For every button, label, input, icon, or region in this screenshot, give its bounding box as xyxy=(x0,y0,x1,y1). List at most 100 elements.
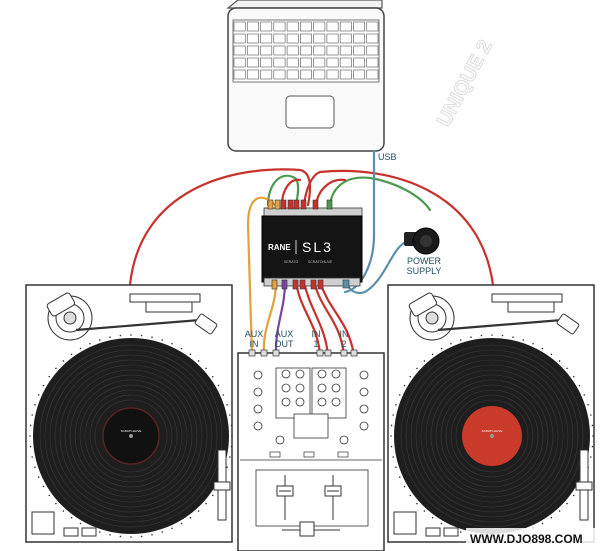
record-groove xyxy=(64,369,198,503)
mixer-knob xyxy=(253,421,263,431)
left-tonearm xyxy=(46,292,218,341)
keyboard-key xyxy=(233,69,246,80)
keyboard-key xyxy=(353,69,366,80)
keyboard-key xyxy=(366,33,379,44)
platter-dot xyxy=(62,360,65,362)
platter-dot xyxy=(491,334,493,336)
platter-dot xyxy=(558,360,561,362)
mixer-channel-fader-2 xyxy=(324,475,342,520)
mixer-knob xyxy=(275,435,285,445)
mixer-knob xyxy=(317,369,327,379)
keyboard-key xyxy=(313,21,326,32)
platter-dot xyxy=(541,347,544,350)
sl3-sub-brand: SCRATCHLIVE xyxy=(308,260,333,264)
keyboard-key xyxy=(233,33,246,44)
keyboard-key xyxy=(353,21,366,32)
platter-dot xyxy=(459,531,462,533)
platter-dot xyxy=(440,522,443,525)
record-groove xyxy=(79,384,183,488)
platter-dot xyxy=(98,339,101,341)
platter-dot xyxy=(550,353,553,356)
platter-dot xyxy=(392,456,395,458)
mixer-knob xyxy=(331,369,341,379)
platter-dot xyxy=(416,502,418,505)
platter-dot xyxy=(42,384,45,387)
keyboard-key xyxy=(300,69,312,80)
record-groove xyxy=(405,349,579,523)
keyboard-key xyxy=(353,45,366,56)
platter-dot xyxy=(31,414,34,416)
platter-dot xyxy=(29,435,31,437)
platter-dot xyxy=(558,510,561,512)
platter-dot xyxy=(409,375,412,378)
keyboard-key xyxy=(260,45,273,56)
in1-label-line2: 1 xyxy=(313,339,318,349)
platter-dot xyxy=(409,494,412,497)
platter-dot xyxy=(29,424,32,427)
platter-dot xyxy=(79,522,82,525)
platter-dot xyxy=(171,527,173,530)
platter-dot xyxy=(423,510,426,512)
laptop-lid xyxy=(226,0,383,9)
keyboard-key xyxy=(366,21,379,32)
keyboard-key xyxy=(286,21,299,32)
right-pitch-fader xyxy=(575,449,593,521)
sl3-model: SL3 xyxy=(302,239,333,255)
power-supply xyxy=(404,227,440,255)
sl3-bottom-jacks xyxy=(271,279,350,290)
platter-dot xyxy=(423,360,426,362)
record-groove xyxy=(435,379,549,493)
right-pitch-slider-knob xyxy=(507,301,555,313)
keyboard-key xyxy=(353,33,366,44)
keyboard-key xyxy=(246,21,259,32)
left-pitch-slider-track xyxy=(129,293,201,303)
record-groove xyxy=(54,359,208,513)
cable-red-right-turntable xyxy=(302,169,495,287)
keyboard-key xyxy=(273,33,286,44)
platter-dot xyxy=(231,435,233,437)
platter-dot xyxy=(31,456,34,458)
keyboard-key xyxy=(366,69,379,80)
platter-dot xyxy=(70,353,73,356)
keyboard-key xyxy=(260,57,273,68)
platter-dot xyxy=(390,424,393,427)
left-start-button xyxy=(31,511,55,535)
platter-dot xyxy=(37,394,40,396)
platter-dot xyxy=(450,342,452,345)
platter-dot xyxy=(205,502,207,505)
keyboard-key xyxy=(339,21,352,32)
aux-out-label-line1: AUX xyxy=(275,329,294,339)
platter-dot xyxy=(226,403,228,406)
logo-watermark: UNIQUE 2 xyxy=(433,37,497,131)
platter-dot xyxy=(459,339,462,341)
keyboard-key xyxy=(233,45,246,56)
platter-dot xyxy=(211,494,214,497)
platter-dot xyxy=(130,536,132,538)
sl3-interface: RANE SL3 SERATO SCRATCHLIVE xyxy=(261,199,363,290)
platter-dot xyxy=(140,535,143,538)
platter-dot xyxy=(591,424,594,427)
keyboard-key xyxy=(326,45,339,56)
mixer-knob xyxy=(359,370,369,380)
laptop xyxy=(226,0,385,152)
mixer-knob xyxy=(317,383,327,393)
right-speed-33-button xyxy=(425,527,441,537)
record-groove xyxy=(44,349,218,523)
platter-dot xyxy=(222,394,225,396)
record-groove xyxy=(59,364,203,508)
in1-label-line1: IN xyxy=(312,329,321,339)
keyboard-key xyxy=(260,69,273,80)
record-groove xyxy=(430,374,554,498)
mixer-knob xyxy=(295,397,305,407)
keyboard-key xyxy=(353,57,366,68)
cable-green-left xyxy=(266,174,300,207)
platter-dot xyxy=(48,494,51,497)
mixer-knob xyxy=(253,370,263,380)
platter-dot xyxy=(403,384,406,387)
platter-dot xyxy=(392,414,395,416)
platter-dot xyxy=(109,336,111,339)
platter-dot xyxy=(119,535,122,538)
cable-orange-aux-out xyxy=(262,280,278,357)
platter-dot xyxy=(226,466,228,469)
platter-dot xyxy=(398,476,401,478)
